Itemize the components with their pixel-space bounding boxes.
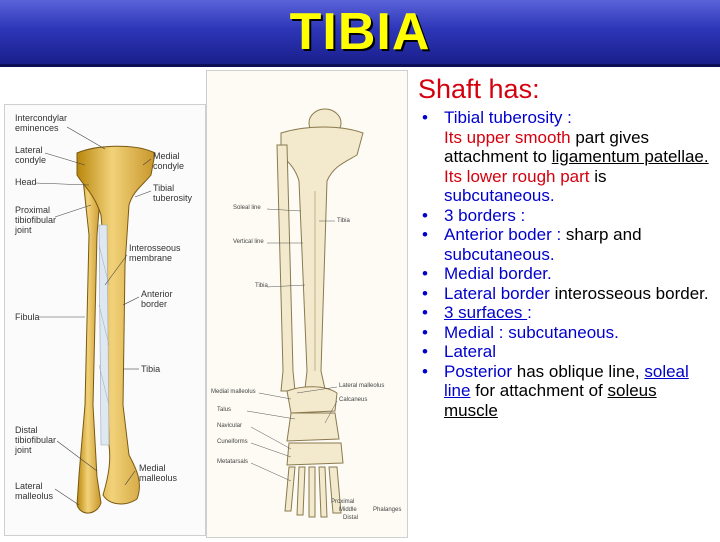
label-talus: Talus — [217, 407, 232, 413]
lower-subcutaneous-text: subcutaneous. — [444, 186, 555, 205]
anterior-subcutaneous: subcutaneous. — [444, 244, 555, 264]
tuberosity-upper: Its upper smooth part gives attachment t… — [444, 128, 710, 167]
medial-surface-label: Medial : — [444, 322, 509, 342]
upper-smooth-text: Its upper smooth — [444, 127, 571, 147]
surfaces-text: 3 surfaces — [444, 303, 528, 322]
point-lateral-border: Lateral border interosseous border. — [418, 284, 710, 304]
soleus-muscle-text: soleus muscle — [444, 381, 657, 420]
text-panel: Shaft has: Tibial tuberosity : Its upper… — [408, 70, 716, 536]
label-anterior-border: Anterior border — [141, 289, 173, 309]
soleal-line-text: soleal line — [444, 361, 689, 401]
anterior-leg-illustration — [34, 126, 156, 514]
lateral-border-desc: interosseous border. — [549, 283, 709, 303]
label-fibula: Fibula — [15, 312, 40, 322]
surfaces-colon: : — [527, 303, 532, 322]
shaft-heading: Shaft has: — [418, 74, 540, 104]
label-interosseous-membrane: Interosseous membrane — [129, 243, 181, 263]
posterior-leg-illustration — [246, 108, 364, 518]
label-intercondylar-eminences: Intercondylar eminences — [15, 113, 68, 133]
bullet-list: Tibial tuberosity : Its upper smooth par… — [418, 108, 710, 420]
medial-surface-desc: subcutaneous. — [508, 322, 619, 342]
label-cuneiforms: Cuneiforms — [217, 439, 248, 445]
label-navicular: Navicular — [217, 423, 243, 429]
label-distal-tibiofibular-joint: Distal tibiofibular joint — [15, 425, 57, 455]
lower-rough-text: Its lower rough part — [444, 166, 590, 186]
title-bar — [0, 0, 720, 67]
posterior-desc: has oblique line, — [512, 361, 645, 381]
borders-text: 3 borders : — [444, 205, 526, 225]
tuberosity-lower: Its lower rough part is subcutaneous. — [444, 167, 710, 206]
label-tibia-posterior: Tibia — [337, 218, 350, 224]
label-calcaneus: Calcaneus — [339, 397, 368, 403]
point-medial-border: Medial border. — [418, 264, 710, 284]
posterior-leg-figure: Soleal line Tibia Vertical line Tibia La… — [206, 70, 408, 538]
point-medial-surface: Medial : subcutaneous. — [418, 323, 710, 343]
ligamentum-text: ligamentum patellae. — [551, 147, 709, 166]
point-tibial-tuberosity: Tibial tuberosity : Its upper smooth par… — [418, 108, 710, 206]
point-lateral-surface: Lateral — [418, 342, 710, 362]
point-3-borders: 3 borders : — [418, 206, 710, 226]
label-distal: Distal — [343, 515, 359, 521]
point-posterior-surface: Posterior has oblique line, soleal line … — [418, 362, 710, 421]
label-soleal-line: Soleal line — [233, 205, 261, 211]
medial-border-text: Medial border. — [444, 264, 552, 283]
anterior-label: Anterior boder : — [444, 225, 562, 244]
label-head: Head — [15, 177, 37, 187]
slide-title: TIBIA — [289, 3, 431, 61]
upper-desc-text: part gives attachment to — [444, 127, 650, 167]
label-middle: Middle — [339, 507, 357, 513]
label-proximal: Proximal — [331, 499, 355, 505]
label-proximal-tibiofibular-joint: Proximal tibiofibular joint — [15, 205, 57, 235]
point-3-surfaces: 3 surfaces : — [418, 303, 710, 323]
point-anterior-border: Anterior boder : sharp and subcutaneous. — [418, 225, 710, 264]
label-lateral-condyle: Lateral condyle — [15, 145, 47, 165]
label-tibial-tuberosity: Tibial tuberosity — [153, 183, 193, 203]
label-tibia: Tibia — [141, 364, 161, 374]
tuberosity-label: Tibial tuberosity : — [444, 108, 572, 127]
lower-is-text: is — [589, 166, 607, 186]
anterior-desc: sharp and — [561, 225, 642, 244]
label-phalanges: Phalanges — [373, 507, 402, 513]
label-vertical-line: Vertical line — [233, 239, 264, 245]
lateral-border-label: Lateral border — [444, 283, 550, 303]
label-medial-malleolus-2: Medial malleolus — [211, 389, 256, 395]
anterior-leg-figure: Intercondylar eminences Lateral condyle … — [4, 104, 206, 536]
label-lateral-malleolus: Lateral malleolus — [15, 481, 54, 501]
lateral-surface-text: Lateral — [444, 342, 496, 361]
posterior-label: Posterior — [444, 361, 513, 381]
label-medial-malleolus: Medial malleolus — [139, 463, 178, 483]
label-lateral-malleolus-2: Lateral malleolus — [339, 383, 385, 389]
label-tibia-center: Tibia — [255, 283, 268, 289]
attachment-text: for attachment of — [470, 381, 608, 400]
label-metatarsals: Metatarsals — [217, 459, 249, 465]
label-medial-condyle: Medial condyle — [153, 151, 185, 171]
